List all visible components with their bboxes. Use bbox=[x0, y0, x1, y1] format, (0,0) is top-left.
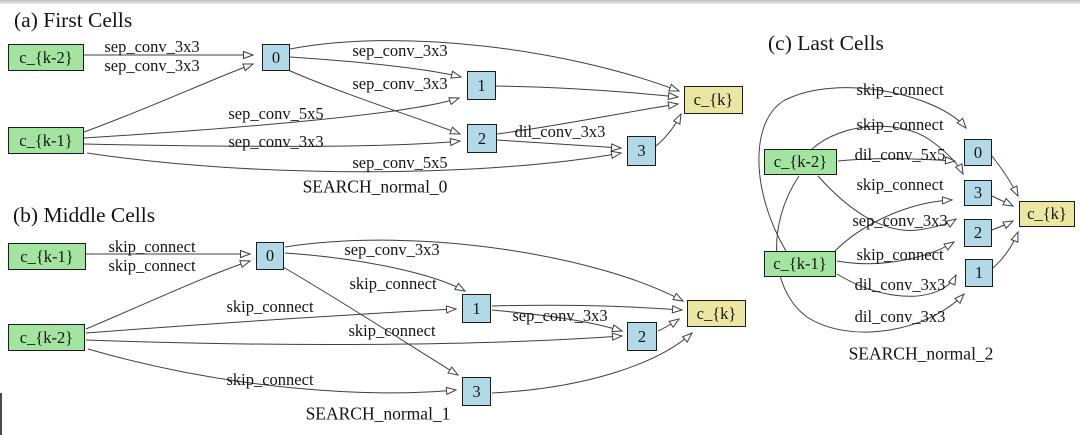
b-edge-ck2-to-2 bbox=[85, 332, 624, 346]
b-edge-0-to-1 bbox=[284, 252, 467, 292]
a-edge-ck1-to-2 bbox=[83, 137, 462, 147]
c-edge-3-to-ck bbox=[991, 195, 1015, 207]
c-edge-ck1-to-1 bbox=[836, 273, 957, 297]
b-edge-ck2-to-0 bbox=[85, 260, 252, 330]
a-edge-0-to-2 bbox=[287, 69, 462, 135]
a-edge-2-to-3 bbox=[496, 139, 623, 152]
a-edge-0-to-1 bbox=[289, 56, 463, 79]
b-edge-1-to-ck bbox=[491, 304, 684, 314]
b-edge-1-to-2 bbox=[491, 309, 624, 333]
b-edge-ck2-to-3 bbox=[87, 348, 458, 396]
b-edge-0-to-ck bbox=[284, 239, 685, 302]
a-edge-2-to-ck bbox=[496, 101, 680, 135]
a-edge-ck1-to-0 bbox=[83, 63, 255, 133]
a-edge-1-to-ck bbox=[495, 85, 680, 101]
a-edge-3-to-ck bbox=[655, 112, 682, 147]
b-edge-ck2-to-1 bbox=[85, 305, 458, 334]
c-edge-ck1-to-3 bbox=[834, 196, 954, 252]
c-edge-1-to-ck bbox=[992, 230, 1019, 269]
b-edge-3-to-ck bbox=[491, 332, 694, 394]
c-edge-ck2-to-3 bbox=[811, 125, 964, 176]
c-edge-2-to-ck bbox=[991, 220, 1015, 231]
c-edge-ck1-to-0 bbox=[758, 87, 967, 252]
b-edge-2-to-ck bbox=[657, 318, 681, 332]
a-edge-ck1-to-1 bbox=[83, 97, 461, 139]
a-edge-0-to-ck bbox=[289, 40, 681, 92]
c-edge-ck2-to-2 bbox=[817, 175, 958, 231]
c-edge-ck1-to-2 bbox=[836, 241, 956, 265]
a-edge-ck1-to-3 bbox=[86, 150, 623, 173]
c-edge-ck2-to-0 bbox=[837, 156, 957, 165]
left-edge-artifact bbox=[0, 393, 2, 435]
c-edge-ck2-to-1 bbox=[776, 175, 965, 333]
c-edge-0-to-ck bbox=[991, 155, 1019, 198]
b-edge-0-to-3 bbox=[282, 266, 460, 376]
top-border-strip bbox=[0, 0, 1080, 4]
